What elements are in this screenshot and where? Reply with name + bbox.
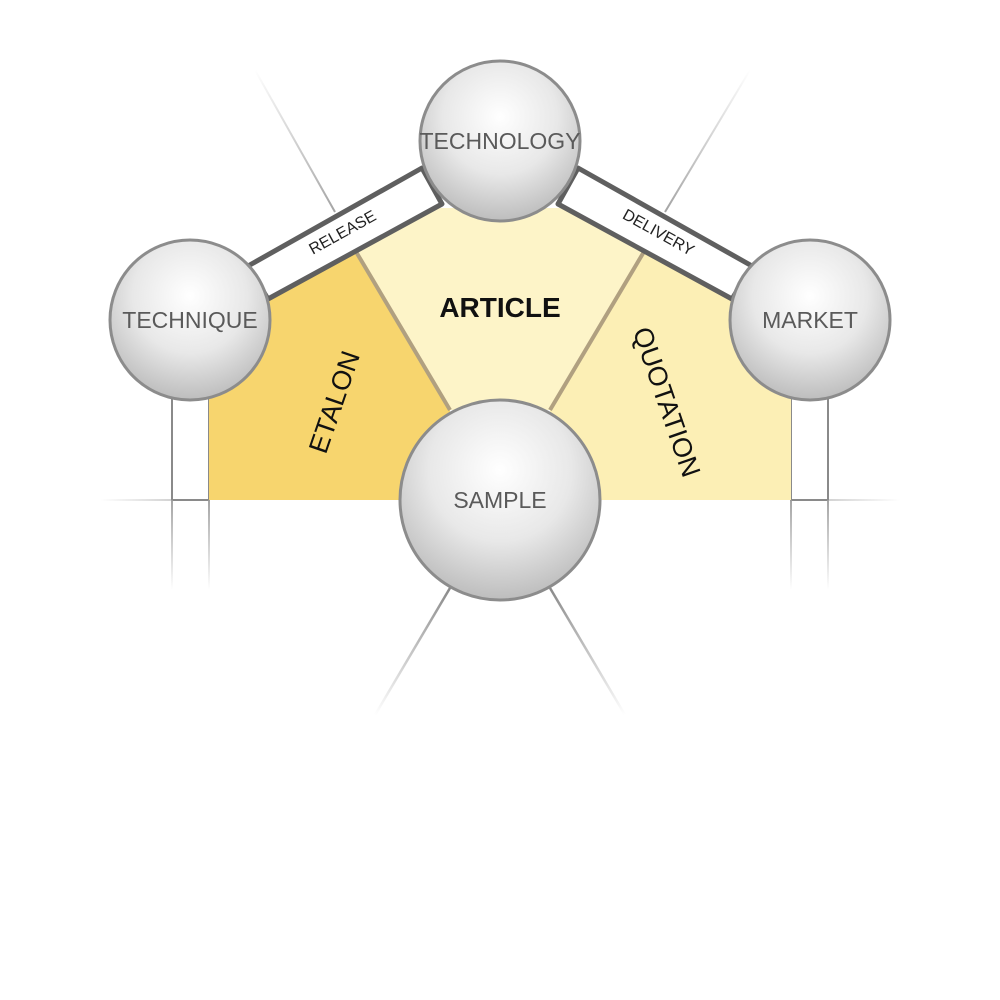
technology-label: TECHNOLOGY [419,128,580,154]
article-label: ARTICLE [439,292,560,323]
sample-label: SAMPLE [453,487,546,513]
sample-sphere [398,398,602,602]
right-rail [790,395,829,590]
left-rail [171,395,210,590]
technique-node: TECHNIQUE [108,238,272,402]
guide-line-lower-right [548,587,627,716]
market-sphere [728,238,892,402]
divider-left [353,248,452,412]
article-region [355,208,645,410]
technology-node: TECHNOLOGY [418,59,582,223]
technique-sphere [108,238,272,402]
guide-line-upper-right [664,69,751,213]
market-node: MARKET [728,238,892,402]
technique-label: TECHNIQUE [122,307,257,333]
guide-line-upper-left [254,69,336,213]
sample-node: SAMPLE [398,398,602,602]
guide-line-lower-left [373,587,452,716]
technology-sphere [418,59,582,223]
divider-right [548,248,647,412]
market-label: MARKET [762,307,858,333]
